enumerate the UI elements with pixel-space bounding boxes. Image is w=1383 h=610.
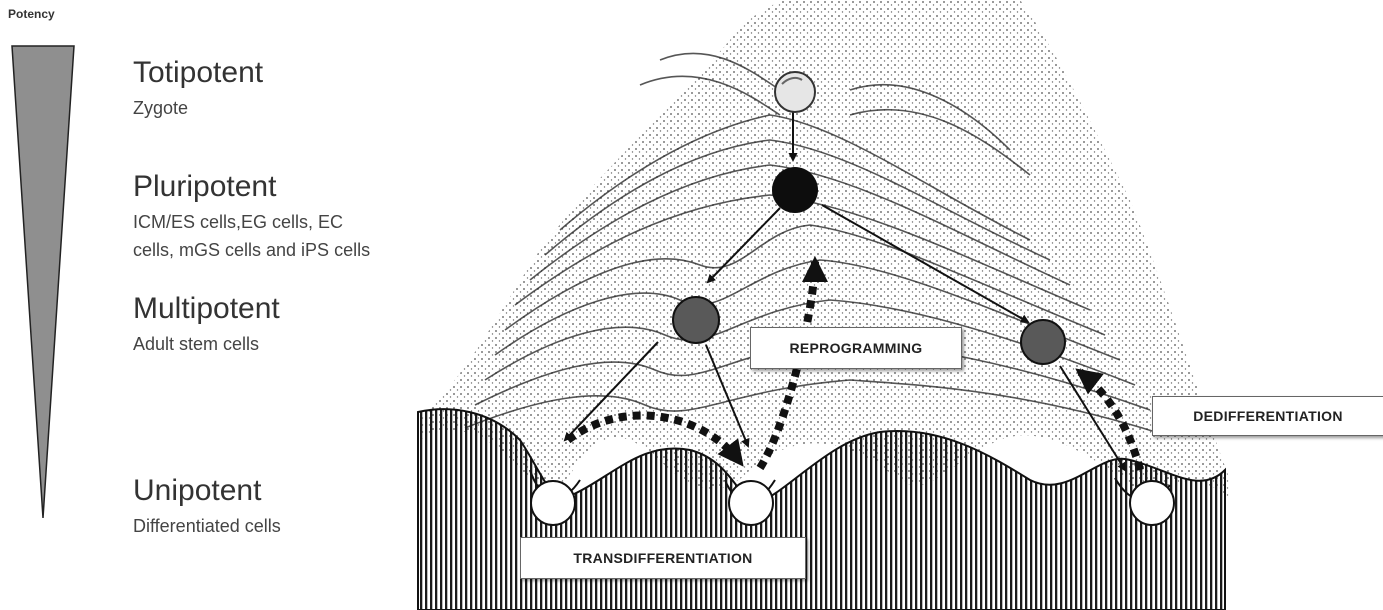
level-description: ICM/ES cells,EG cells, EC — [133, 208, 370, 236]
unipotent-cell-2 — [729, 481, 773, 525]
level-pluripotent: Pluripotent ICM/ES cells,EG cells, EC ce… — [133, 170, 370, 264]
level-description: Adult stem cells — [133, 330, 280, 358]
level-multipotent: Multipotent Adult stem cells — [133, 292, 280, 358]
reprogramming-label: REPROGRAMMING — [750, 327, 962, 369]
multipotent-cell-right — [1021, 320, 1065, 364]
epigenetic-landscape — [410, 0, 1240, 610]
landscape-surface — [420, 0, 1230, 500]
transdifferentiation-label: TRANSDIFFERENTIATION — [520, 537, 806, 579]
level-name: Pluripotent — [133, 170, 370, 204]
unipotent-cell-3 — [1130, 481, 1174, 525]
level-description: cells, mGS cells and iPS cells — [133, 236, 370, 264]
level-name: Multipotent — [133, 292, 280, 326]
potency-wedge — [10, 44, 76, 520]
level-description: Differentiated cells — [133, 512, 281, 540]
level-name: Totipotent — [133, 56, 263, 90]
level-unipotent: Unipotent Differentiated cells — [133, 474, 281, 540]
dedifferentiation-label: DEDIFFERENTIATION — [1152, 396, 1383, 436]
potency-axis-label: Potency — [8, 7, 55, 21]
level-description: Zygote — [133, 94, 263, 122]
level-name: Unipotent — [133, 474, 281, 508]
level-totipotent: Totipotent Zygote — [133, 56, 263, 122]
multipotent-cell-left — [673, 297, 719, 343]
unipotent-cell-1 — [531, 481, 575, 525]
pluripotent-cell — [772, 167, 818, 213]
